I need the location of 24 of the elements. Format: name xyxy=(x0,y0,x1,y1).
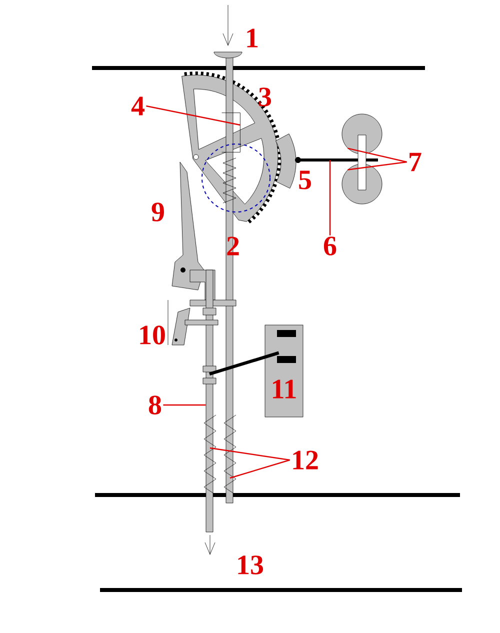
bracket xyxy=(222,112,240,152)
callout-number: 10 xyxy=(140,326,165,344)
callout-number: 7 xyxy=(410,152,422,172)
callout-number: 3 xyxy=(259,88,272,106)
leader-line xyxy=(348,161,407,170)
spring xyxy=(224,414,236,496)
spring xyxy=(204,414,216,496)
leader-line xyxy=(146,105,240,126)
callout-number: 9 xyxy=(152,202,164,222)
callout-number: 1 xyxy=(247,28,258,48)
control-box: 11 xyxy=(264,324,304,418)
leader-line xyxy=(329,160,331,236)
callout-number: 8 xyxy=(148,396,162,414)
callout-number: 6 xyxy=(324,236,336,256)
leader-line xyxy=(230,459,290,479)
callout-number: 5 xyxy=(299,170,311,190)
leader-line xyxy=(163,404,206,406)
callout-number: 12 xyxy=(293,450,318,470)
link-bar xyxy=(209,351,280,376)
callout-number: 2 xyxy=(227,236,239,256)
leader-line xyxy=(348,148,407,163)
callout-number: 4 xyxy=(131,96,144,116)
rod xyxy=(184,270,218,532)
callout-number: 13 xyxy=(238,556,264,574)
